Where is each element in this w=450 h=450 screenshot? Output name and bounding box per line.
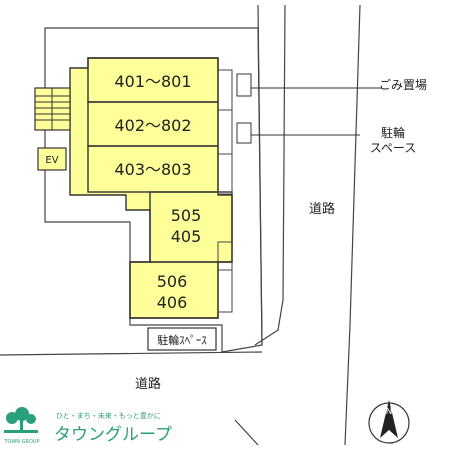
road-label-bottom: 道路 [135, 376, 161, 392]
balcony-1 [217, 69, 233, 111]
town-group-logo: TOWN GROUP ひと・まち・未来・もっと豊かに タウングループ [3, 407, 172, 445]
unit-403-label: 403〜803 [114, 160, 191, 179]
road-edge-right [344, 4, 361, 446]
unit-402-label: 402〜802 [114, 116, 191, 135]
logo-tagline: ひと・まち・未来・もっと豊かに [56, 411, 161, 420]
compass-icon: N [368, 400, 410, 444]
elevator-label: EV [45, 155, 58, 166]
bike-parking-right-label-2: スペース [370, 141, 417, 155]
unit-505-label: 505 [171, 206, 202, 225]
building-footprint [69, 57, 233, 319]
garbage-area-label: ごみ置場 [379, 77, 427, 92]
garbage-area-box [236, 73, 252, 97]
balcony-3 [217, 153, 233, 195]
logo-subname: TOWN GROUP [3, 439, 39, 445]
unit-406-label: 406 [157, 293, 188, 312]
elevator [37, 147, 67, 171]
compass-letter: N [386, 407, 393, 417]
road-edge-bottom-right [234, 419, 259, 446]
bike-parking-right-label-1: 駐輪 [381, 125, 405, 140]
unit-401-label: 401〜801 [114, 72, 191, 91]
balcony-5 [217, 269, 233, 313]
bike-parking-right-box [236, 122, 252, 144]
logo-name: タウングループ [54, 425, 172, 445]
bike-parking-bottom-box [147, 327, 217, 351]
stair-treads [35, 88, 70, 130]
balcony-2 [217, 109, 233, 155]
road-label-right: 道路 [309, 201, 335, 217]
road-edge-left [257, 4, 263, 346]
road-edge-bottom [0, 351, 263, 356]
tree-logo-icon [4, 407, 38, 433]
unit-506-label: 506 [157, 272, 188, 291]
bike-parking-bottom-label: 駐輪ｽﾍﾟｰｽ [157, 333, 207, 347]
unit-405-label: 405 [171, 227, 202, 246]
road-edge-upper [254, 4, 286, 346]
